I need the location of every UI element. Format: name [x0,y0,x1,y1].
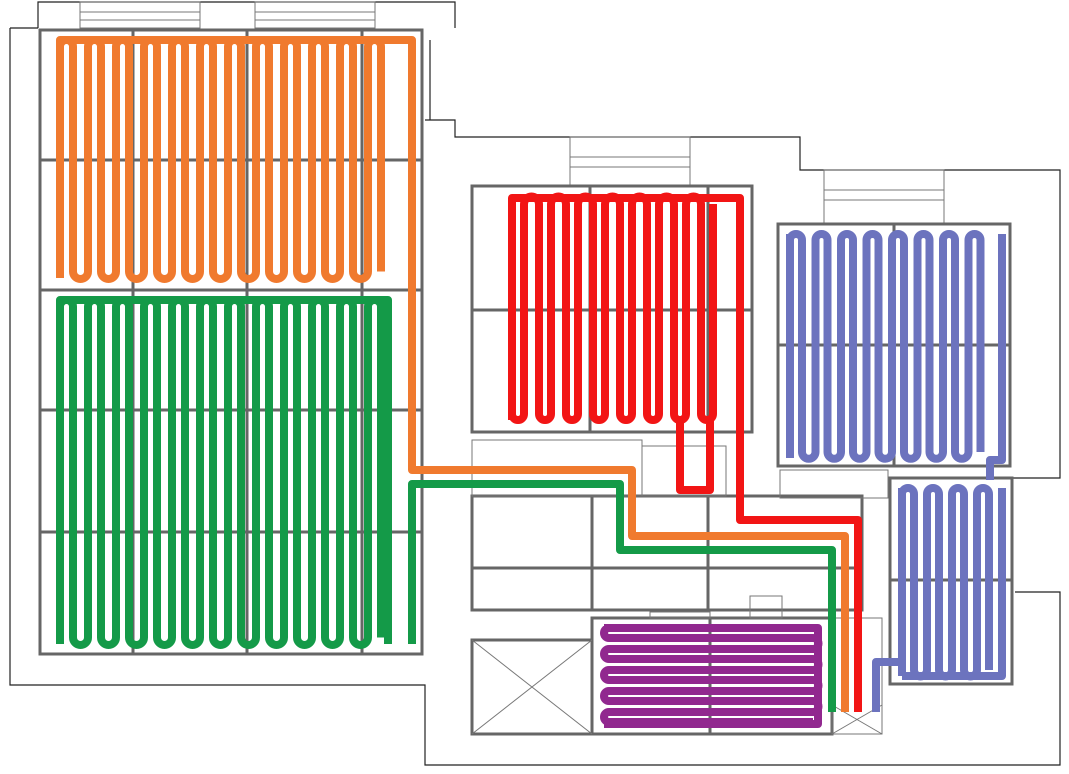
pipe-green [56,296,836,712]
pipe-red [508,192,862,712]
pipe-blue [786,230,1006,712]
heating-circuits [56,36,1006,728]
pipe-orange [56,36,849,712]
building-outline [9,1,1061,766]
pipe-purple [600,624,823,728]
